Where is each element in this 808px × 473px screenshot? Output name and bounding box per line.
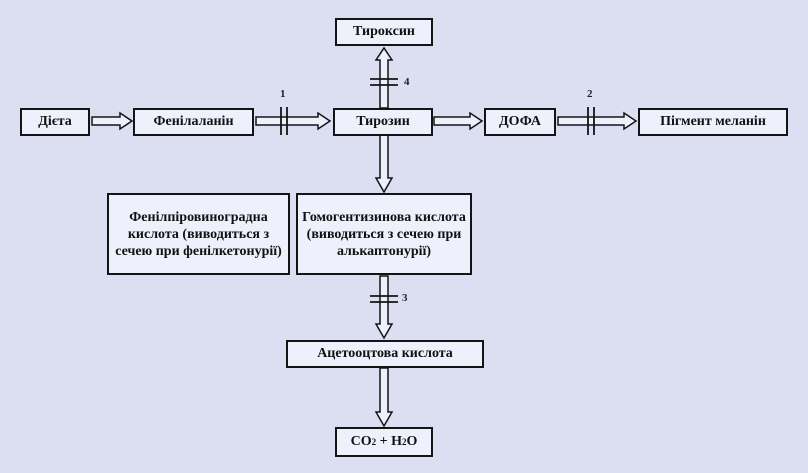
block-label-4: 4 (404, 76, 410, 88)
arrow-acetoacetic-final (374, 367, 394, 428)
final-co: CO (350, 434, 372, 449)
node-melanin: Пігмент меланін (638, 108, 788, 136)
node-phenylpyruvic: Фенілпіровиноградна кислота (виводиться … (107, 193, 290, 275)
block-label-3: 3 (402, 292, 408, 304)
arrow-phenylalanine-tyrosine (255, 107, 332, 135)
arrow-homogentisic-acetoacetic (370, 275, 398, 340)
arrow-tyrosine-thyroxine (370, 46, 398, 109)
block-label-2: 2 (587, 88, 593, 100)
node-homogentisic: Гомогентизинова кислота (виводиться з се… (296, 193, 472, 275)
node-dopa: ДОФА (484, 108, 556, 136)
block-label-1: 1 (280, 88, 286, 100)
final-o: O (406, 434, 418, 449)
final-plus-h: + H (376, 434, 402, 449)
arrow-tyrosine-homogentisic (374, 133, 394, 194)
node-tyrosine: Тирозин (333, 108, 433, 136)
node-phenylalanine: Фенілаланін (133, 108, 254, 136)
node-acetoacetic: Ацетооцтова кислота (286, 340, 484, 368)
arrow-dieta-phenylalanine (91, 111, 134, 131)
node-thyroxine: Тироксин (335, 18, 433, 46)
node-dieta: Дієта (20, 108, 90, 136)
arrow-dopa-melanin (557, 107, 638, 135)
arrow-tyrosine-dopa (433, 111, 484, 131)
